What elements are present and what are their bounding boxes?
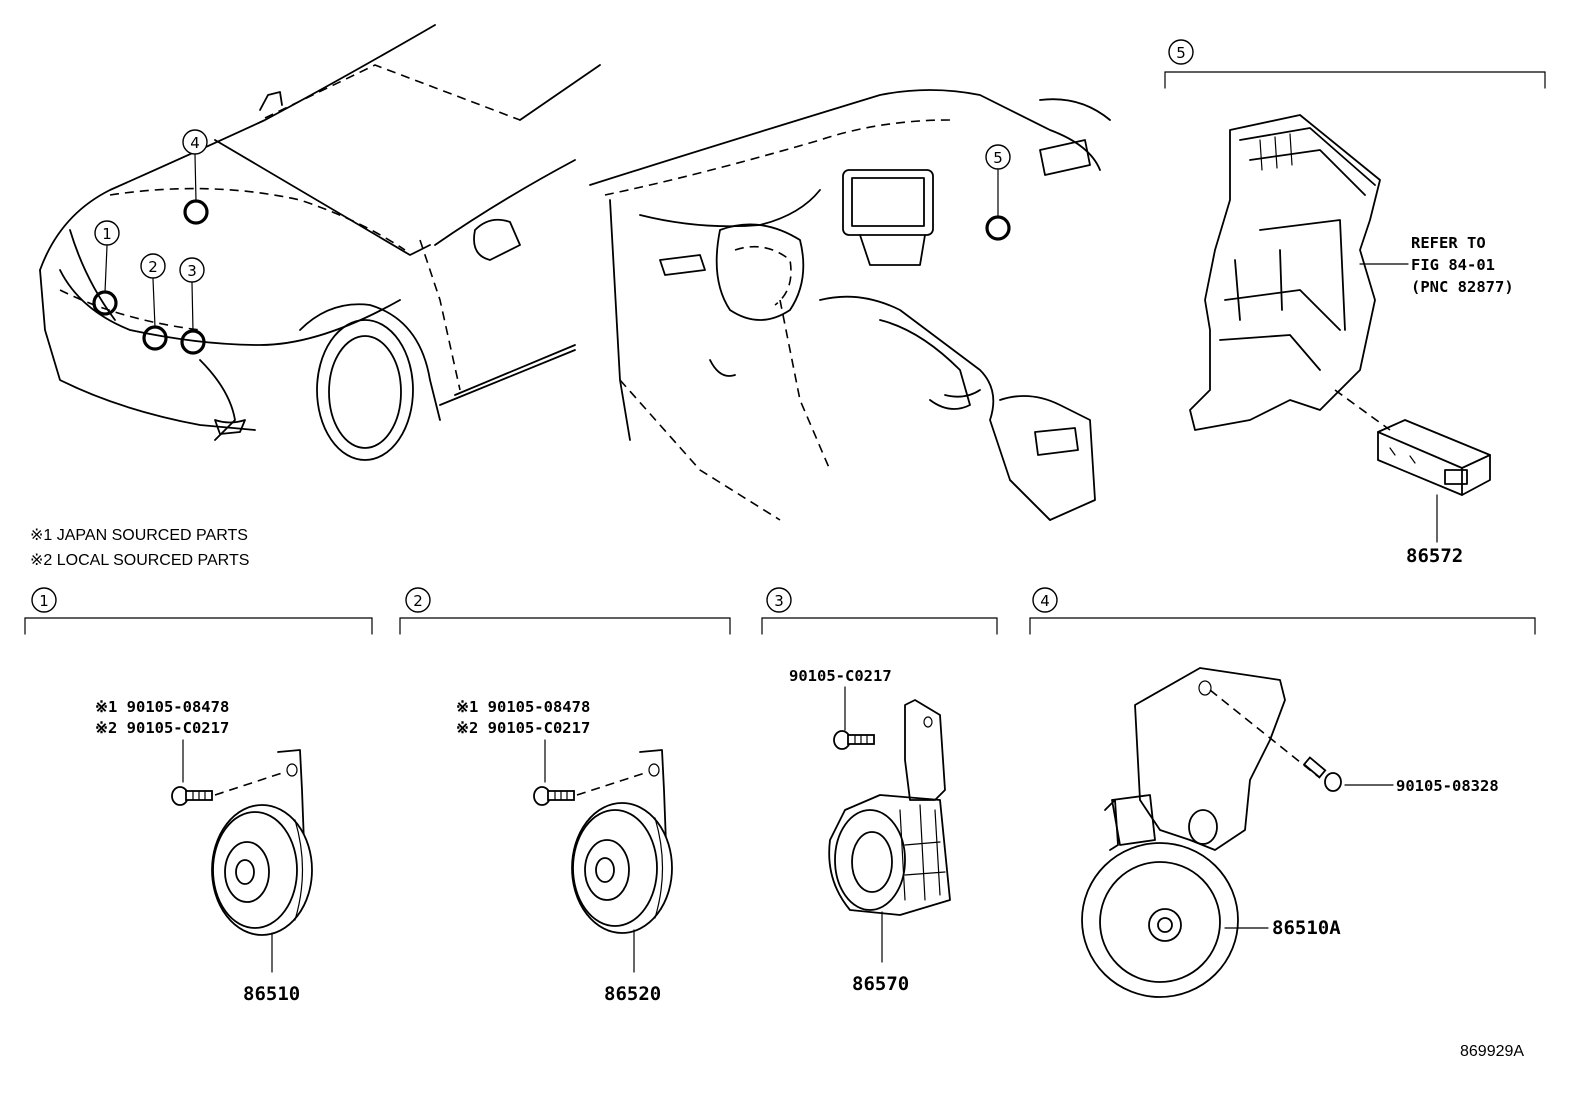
location-marker-4	[183, 199, 209, 225]
callout-4: 4	[182, 129, 208, 155]
part-number-86510: 86510	[243, 983, 300, 1005]
s1-bolt-japan: ※1 90105-08478	[95, 698, 229, 716]
location-markers	[92, 199, 1011, 355]
s2-bolt-local: ※2 90105-C0217	[456, 719, 590, 737]
section-4-number: 4	[1040, 592, 1050, 610]
callout-2-label: 2	[148, 258, 158, 276]
part-number-86572: 86572	[1406, 545, 1463, 567]
bolt-s3-illustration	[833, 730, 875, 750]
s1-bolt-local: ※2 90105-C0217	[95, 719, 229, 737]
section-1: 1 ※1 90105-08478 ※2 90105-C0217 86510	[24, 587, 373, 1005]
note-japan-sourced: ※1 JAPAN SOURCED PARTS	[30, 527, 248, 544]
s3-bolt: 90105-C0217	[789, 667, 892, 685]
section-3: 3 90105-C0217 86570	[761, 587, 998, 995]
section-4: 4 90105-08328 86510A	[1029, 587, 1536, 998]
horn-86510a-bracket-illustration	[1134, 667, 1286, 851]
section-3-number: 3	[774, 592, 784, 610]
callout-4-label: 4	[190, 134, 200, 152]
junction-bracket-illustration	[1189, 114, 1381, 431]
control-module-86572-illustration	[1377, 419, 1491, 496]
section-2: 2 ※1 90105-08478 ※2 90105-C0217 86520	[399, 587, 731, 1005]
horn-86510-illustration	[211, 749, 313, 936]
bolt-s4-illustration	[1302, 756, 1342, 792]
bolt-s2-illustration	[533, 786, 575, 806]
location-marker-1	[92, 290, 118, 316]
figure-code: 869929A	[1460, 1043, 1524, 1060]
callout-3-label: 3	[187, 262, 197, 280]
callout-3: 3	[179, 257, 205, 283]
part-number-86510a: 86510A	[1272, 917, 1341, 939]
horn-86520-illustration	[571, 749, 673, 934]
callout-5: 5	[985, 144, 1011, 170]
section-2-number: 2	[413, 592, 423, 610]
refer-line-1: REFER TO	[1411, 234, 1486, 252]
horn-86510a-illustration	[1081, 794, 1239, 998]
refer-line-3: (PNC 82877)	[1411, 278, 1514, 296]
overview-callouts: 1 2 3 4 5	[94, 129, 1011, 283]
callout-5-label: 5	[993, 149, 1003, 167]
bolt-s1-illustration	[171, 786, 213, 806]
location-marker-2	[142, 325, 168, 351]
dashboard-interior-illustration	[589, 89, 1111, 521]
refer-line-2: FIG 84-01	[1411, 256, 1495, 274]
part-number-86570: 86570	[852, 973, 909, 995]
callout-1: 1	[94, 220, 120, 246]
section-1-number: 1	[39, 592, 49, 610]
horn-86570-illustration	[828, 699, 951, 916]
section-5: 5 REFER TO FIG 84-01 (PNC 82877)	[1164, 39, 1546, 567]
note-local-sourced: ※2 LOCAL SOURCED PARTS	[30, 552, 249, 569]
car-exterior-illustration	[39, 24, 601, 461]
callout-leaders	[104, 154, 999, 332]
callout-1-label: 1	[102, 225, 112, 243]
s2-bolt-japan: ※1 90105-08478	[456, 698, 590, 716]
callout-2: 2	[140, 253, 166, 279]
part-number-86520: 86520	[604, 983, 661, 1005]
location-marker-5	[985, 215, 1011, 241]
section-5-number: 5	[1176, 44, 1186, 62]
s4-bolt: 90105-08328	[1396, 777, 1499, 795]
